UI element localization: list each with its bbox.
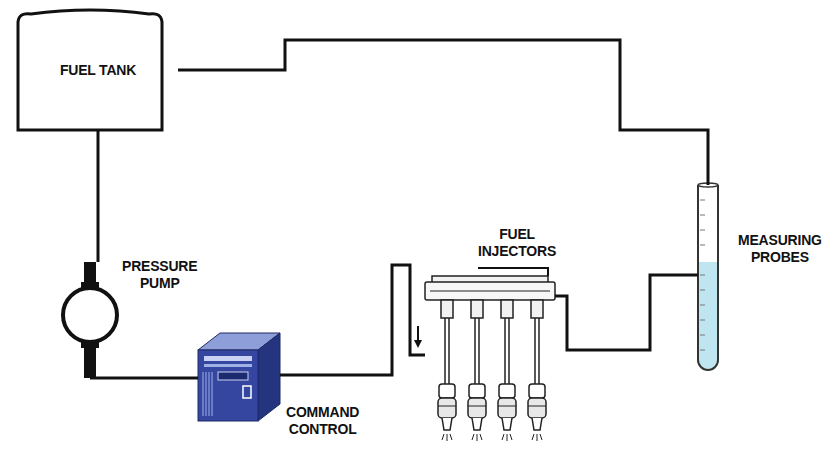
- fuel-line: [178, 40, 708, 185]
- fuel-line-path: [97, 130, 100, 262]
- pump-symbol: PRESSURE PUMP: [62, 262, 118, 378]
- measuring-tube: MEASURING PROBES: [698, 185, 718, 371]
- node-label: MEASURING PROBES: [738, 232, 822, 266]
- fuel-line: [555, 275, 698, 350]
- fuel-line: [98, 130, 99, 262]
- fuel-line-path: [90, 377, 198, 380]
- node-label: FUEL TANK: [18, 22, 178, 79]
- tank-box: FUEL TANK: [18, 22, 178, 130]
- node-label: FUEL INJECTORS: [478, 226, 556, 260]
- injector-rail: FUEL INJECTORS: [425, 276, 555, 442]
- node-label: PRESSURE PUMP: [122, 258, 197, 292]
- node-label: COMMAND CONTROL: [286, 404, 359, 438]
- fuel-line-path: [280, 265, 425, 375]
- fuel-line-path: [178, 40, 708, 185]
- fuel-line: [90, 378, 198, 379]
- fuel-line-path: [555, 275, 698, 350]
- control-unit: COMMAND CONTROL: [198, 333, 280, 421]
- fuel-line: [280, 265, 425, 375]
